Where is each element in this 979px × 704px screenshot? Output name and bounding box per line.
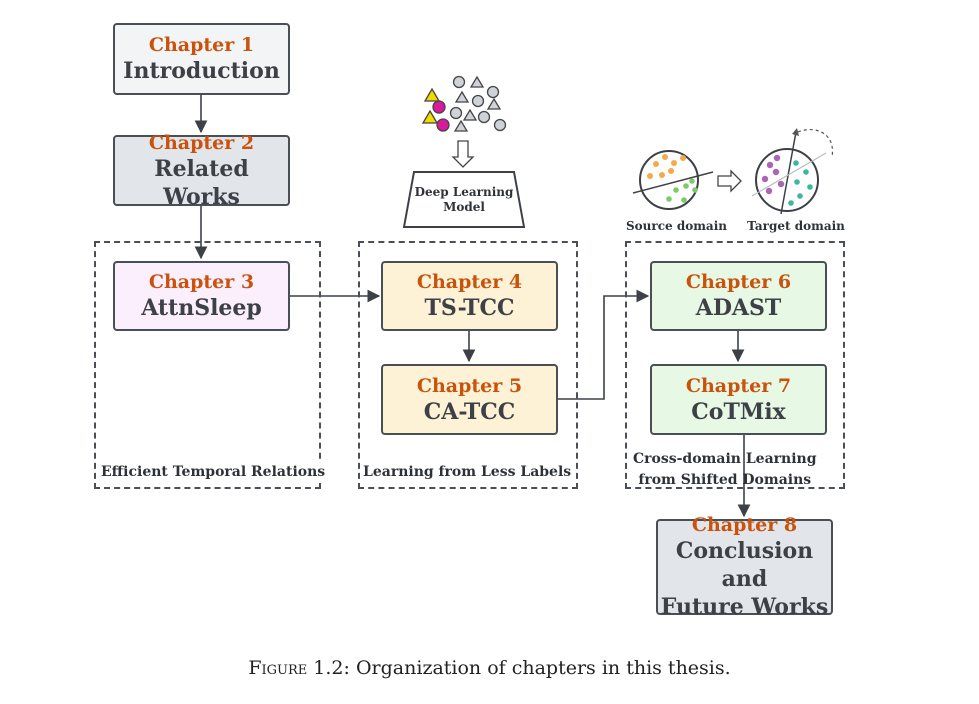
chapter-4-title: TS-TCC <box>424 295 515 321</box>
chapter-1-label: Chapter 1 <box>148 34 255 56</box>
chapter-1-title: Introduction <box>123 58 280 84</box>
group-label-less-labels: Learning from Less Labels <box>363 463 572 481</box>
chapter-5-box: Chapter 5 CA-TCC <box>381 364 558 435</box>
chapter-3-label: Chapter 3 <box>148 271 255 293</box>
group-cross-domain-learning <box>625 241 845 489</box>
chapter-3-title: AttnSleep <box>141 295 262 321</box>
chapter-5-title: CA-TCC <box>423 398 516 425</box>
group-efficient-temporal-relations <box>94 241 321 489</box>
target-domain-label: Target domain <box>747 219 845 233</box>
chapter-7-box: Chapter 7 CoTMix <box>650 364 827 435</box>
chapter-8-label: Chapter 8 <box>691 514 798 536</box>
source-domain-icon <box>632 150 714 210</box>
right-arrow-icon <box>717 169 742 193</box>
chapter-7-title: CoTMix <box>691 398 786 425</box>
figure-caption-prefix: Figure 1.2: <box>248 657 350 679</box>
dl-model-label: Deep Learning Model <box>404 185 524 215</box>
chapter-4-label: Chapter 4 <box>416 271 523 293</box>
chapter-4-box: Chapter 4 TS-TCC <box>381 261 558 331</box>
chapter-5-label: Chapter 5 <box>416 374 523 397</box>
group-label-cross-domain: Cross-domain Learning from Shifted Domai… <box>633 449 816 491</box>
down-arrow-icon <box>451 140 475 168</box>
group-label-temporal: Efficient Temporal Relations <box>101 463 326 481</box>
chapter-3-box: Chapter 3 AttnSleep <box>113 261 290 331</box>
chapter-8-box: Chapter 8 Conclusion and Future Works <box>656 514 833 620</box>
chapter-2-box: Chapter 2 Related Works <box>113 132 290 210</box>
target-domain-icon <box>751 128 834 215</box>
group-label-cross-domain-line1: Cross-domain Learning <box>633 451 817 467</box>
chapter-6-label: Chapter 6 <box>685 271 792 293</box>
chapter-2-title: Related Works <box>154 155 249 210</box>
dl-model-label-line1: Deep Learning <box>414 185 514 199</box>
data-points-icon <box>421 75 507 132</box>
chapter-1-box: Chapter 1 Introduction <box>113 23 290 95</box>
chapter-8-title-line1: Conclusion and <box>675 538 814 592</box>
dl-model-label-line2: Model <box>443 200 485 214</box>
deep-learning-model-shape <box>402 171 526 228</box>
chapter-8-title-line2: Future Works <box>660 594 829 620</box>
chapter-7-label: Chapter 7 <box>685 374 792 397</box>
source-domain-label: Source domain <box>626 219 727 233</box>
group-label-cross-domain-line2: from Shifted Domains <box>638 472 812 488</box>
chapter-2-label: Chapter 2 <box>148 131 255 154</box>
figure-caption: Figure 1.2: Organization of chapters in … <box>0 657 979 679</box>
group-learning-from-less-labels <box>358 241 578 489</box>
chapter-6-title: ADAST <box>695 295 782 321</box>
chapter-6-box: Chapter 6 ADAST <box>650 261 827 331</box>
figure-caption-text: Organization of chapters in this thesis. <box>355 657 731 679</box>
